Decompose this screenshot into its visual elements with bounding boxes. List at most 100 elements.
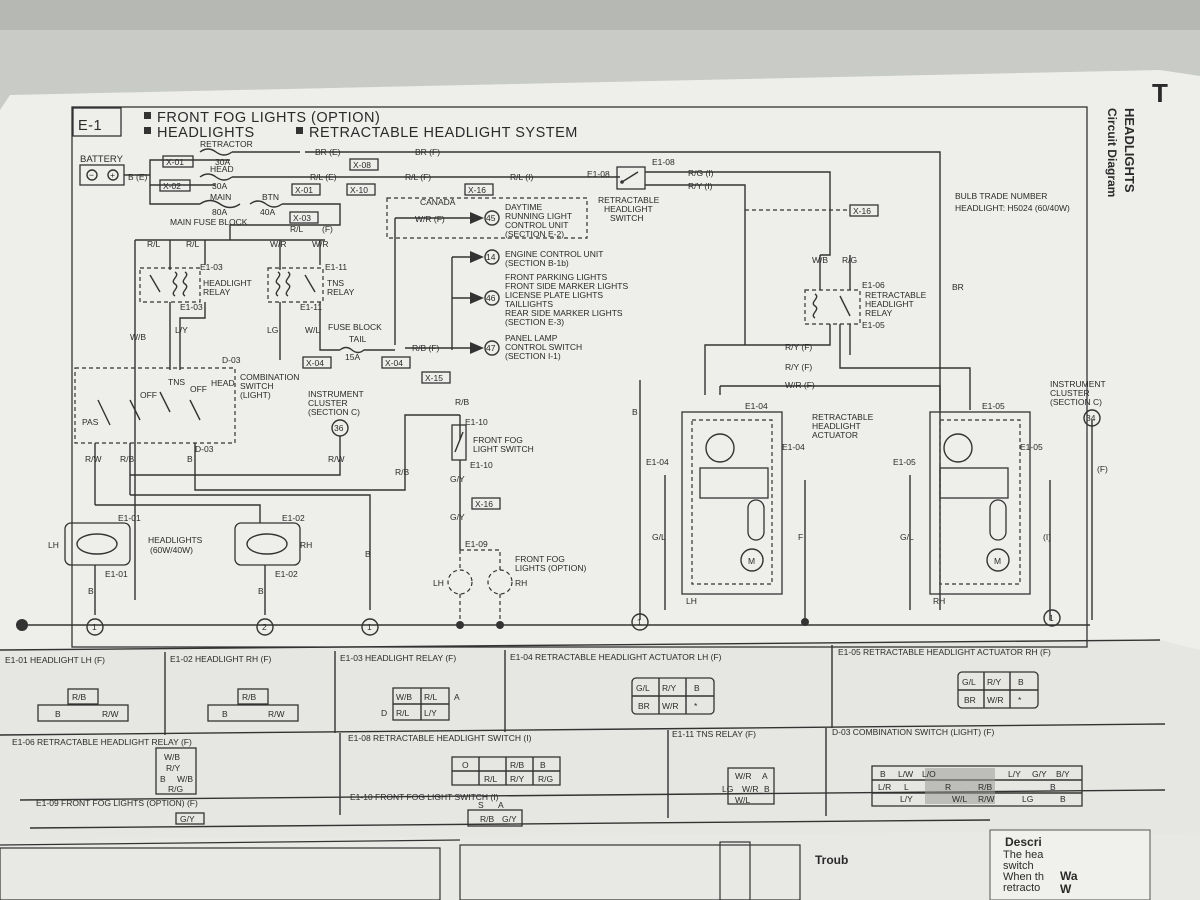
tns-relay: TNS RELAY xyxy=(267,267,355,303)
fuse-icon xyxy=(199,173,233,181)
wire-label: (I) xyxy=(1043,532,1051,542)
svg-text:RH: RH xyxy=(300,540,312,550)
fuse-tail-label: TAIL xyxy=(349,334,367,344)
svg-text:B: B xyxy=(222,709,228,719)
ref-text: FRONT PARKING LIGHTS xyxy=(505,272,608,282)
svg-text:W/R: W/R xyxy=(662,701,679,711)
svg-text:SWITCH: SWITCH xyxy=(240,381,274,391)
svg-text:B: B xyxy=(880,769,886,779)
fuse-tail-amp: 15A xyxy=(345,352,360,362)
ground-node: 1 xyxy=(361,618,379,636)
svg-text:W/B: W/B xyxy=(164,752,180,762)
wire-label: B (E) xyxy=(128,172,148,182)
connector-label: E1-05 xyxy=(1020,442,1043,452)
ref-circle-47 xyxy=(484,340,500,356)
ref-text: (SECTION E-2) xyxy=(505,229,564,239)
svg-text:HEADLIGHT: HEADLIGHT xyxy=(604,204,653,214)
svg-text:D: D xyxy=(381,708,387,718)
svg-text:W/R: W/R xyxy=(987,695,1004,705)
connector-e1-02: R/B B R/W xyxy=(207,688,299,722)
panel-title: E1-09 FRONT FOG LIGHTS (OPTION) (F) xyxy=(36,798,198,808)
fuse-icon xyxy=(199,199,241,209)
svg-text:+: + xyxy=(110,170,115,180)
wire-label: R/W xyxy=(328,454,345,464)
connector-label: E1-08 xyxy=(587,169,610,179)
bulb-value: HEADLIGHT: H5024 (60/40W) xyxy=(955,203,1070,213)
section-code-box xyxy=(72,107,122,137)
fog-rh-label: RH xyxy=(515,578,527,588)
arrow-icon xyxy=(470,292,484,304)
connector-label: E1-04 xyxy=(745,401,768,411)
wire-label: W/B xyxy=(130,332,146,342)
title-bullet-icon xyxy=(144,112,151,119)
wire-label: R/L (E) xyxy=(310,172,337,182)
fog-light-rh-icon xyxy=(487,569,513,595)
ref-text: CONTROL SWITCH xyxy=(505,342,582,352)
wire-label: R/B xyxy=(395,467,410,477)
ref-text: ENGINE CONTROL UNIT xyxy=(505,249,603,259)
connector-label: E1-04 xyxy=(646,457,669,467)
canada-box xyxy=(386,197,588,239)
section-letter: T xyxy=(1152,78,1168,108)
connector-e1-03: W/B R/L A D R/L L/Y xyxy=(381,687,460,721)
actuator-label: RETRACTABLE xyxy=(812,412,874,422)
fuse-block-label: FUSE BLOCK xyxy=(328,322,382,332)
xlabel: X-03 xyxy=(293,213,311,223)
headlights-label: HEADLIGHTS xyxy=(148,535,203,545)
instrument-cluster-label: (SECTION C) xyxy=(308,407,360,417)
svg-text:RELAY: RELAY xyxy=(865,308,893,318)
ref-text: TAILLIGHTS xyxy=(505,299,553,309)
wire-label: R/L xyxy=(186,239,200,249)
next-page-text: Wa xyxy=(1060,869,1078,883)
instrument-cluster-label: (SECTION C) xyxy=(1050,397,1102,407)
instrument-cluster-label: CLUSTER xyxy=(1050,388,1090,398)
svg-text:L/O: L/O xyxy=(922,769,936,779)
svg-text:L/Y: L/Y xyxy=(900,794,913,804)
wire-label: W/R (F) xyxy=(785,380,815,390)
xlabel: X-16 xyxy=(468,185,486,195)
ground-node: 1 xyxy=(631,613,649,631)
wire-label: BR (E) xyxy=(315,147,341,157)
next-page-text: switch xyxy=(1003,860,1034,872)
svg-text:R/L: R/L xyxy=(484,774,498,784)
panel-title: E1-04 RETRACTABLE HEADLIGHT ACTUATOR LH … xyxy=(510,652,722,662)
wire-label: R/L xyxy=(290,224,304,234)
connector-label: D-03 xyxy=(222,355,241,365)
connector-e1-05: G/L R/Y B BR W/R * xyxy=(957,671,1039,709)
xlabel: X-16 xyxy=(853,206,871,216)
ground-node: 1 xyxy=(86,618,104,636)
panel-title: E1-03 HEADLIGHT RELAY (F) xyxy=(340,653,456,663)
svg-text:O: O xyxy=(462,760,469,770)
svg-text:1: 1 xyxy=(92,622,97,632)
svg-text:G/Y: G/Y xyxy=(502,814,517,824)
svg-text:HEAD: HEAD xyxy=(211,378,235,388)
svg-text:R/B: R/B xyxy=(242,692,257,702)
title-retractable: RETRACTABLE HEADLIGHT SYSTEM xyxy=(309,125,578,141)
svg-text:R/W: R/W xyxy=(268,709,285,719)
svg-text:OFF: OFF xyxy=(190,384,207,394)
fuse-head-label: HEAD xyxy=(210,164,234,174)
wire-label: (F) xyxy=(1097,464,1108,474)
ref-number: 14 xyxy=(486,252,496,262)
svg-text:RETRACTABLE: RETRACTABLE xyxy=(865,290,927,300)
svg-text:COMBINATION: COMBINATION xyxy=(240,372,299,382)
next-page-text: Troub xyxy=(815,853,848,867)
svg-text:A: A xyxy=(454,692,460,702)
svg-text:S: S xyxy=(478,800,484,810)
svg-text:W/B: W/B xyxy=(177,774,193,784)
svg-text:RELAY: RELAY xyxy=(203,287,231,297)
svg-text:W/R: W/R xyxy=(742,784,759,794)
fog-lights-label: LIGHTS (OPTION) xyxy=(515,563,586,573)
retractable-actuator-lh: M LH xyxy=(681,411,783,606)
svg-text:−: − xyxy=(89,170,94,180)
wire-label: R/B (F) xyxy=(412,343,440,353)
svg-text:R: R xyxy=(945,782,951,792)
svg-text:1: 1 xyxy=(367,622,372,632)
svg-text:L/Y: L/Y xyxy=(424,708,437,718)
connector-label: D-03 xyxy=(195,444,214,454)
wire-label: R/G (I) xyxy=(688,168,714,178)
svg-text:W/L: W/L xyxy=(952,794,967,804)
svg-text:W/R: W/R xyxy=(735,771,752,781)
svg-text:*: * xyxy=(1018,695,1022,705)
